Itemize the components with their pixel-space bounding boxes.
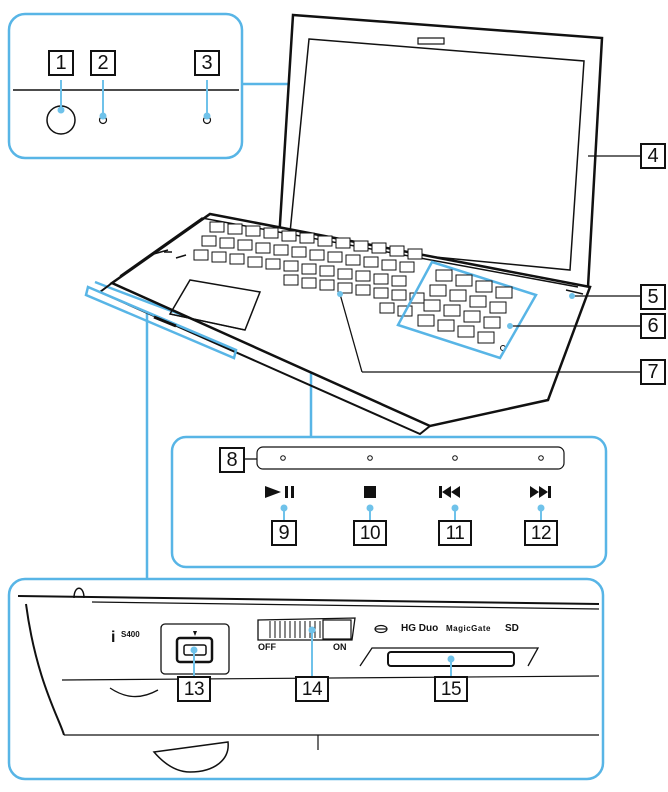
- callout-13: 13: [177, 676, 211, 702]
- next-track-icon: [530, 486, 551, 498]
- laptop-base: [98, 212, 592, 436]
- callout-11: 11: [438, 520, 472, 546]
- callout-2: 2: [90, 50, 116, 76]
- numeric-keypad: [417, 269, 513, 344]
- callout-5: 5: [640, 284, 666, 310]
- callout-1: 1: [48, 50, 74, 76]
- previous-track-icon: [439, 486, 460, 498]
- port-label: S400: [121, 630, 140, 639]
- front-edge: [17, 587, 600, 773]
- wireless-switch: [257, 617, 356, 641]
- callout-8: 8: [219, 447, 245, 473]
- panel-front-edge: [7, 577, 605, 781]
- ilink-icon: i: [111, 629, 115, 646]
- callout-15: 15: [434, 676, 468, 702]
- callout-3: 3: [194, 50, 220, 76]
- panel-media-buttons: [170, 435, 608, 569]
- callout-9: 9: [271, 520, 297, 546]
- callout-10: 10: [353, 520, 387, 546]
- callout-6: 6: [640, 313, 666, 339]
- numpad-outline: [396, 260, 538, 360]
- switch-off-label: OFF: [258, 642, 276, 652]
- callout-4: 4: [640, 143, 666, 169]
- play-pause-icon: [265, 486, 294, 498]
- panel-webcam-detail: [7, 12, 244, 160]
- indicator-strip: [256, 446, 565, 470]
- leader-lines: [339, 155, 640, 373]
- card-slot-bezel: [359, 647, 540, 667]
- callout-14: 14: [295, 676, 329, 702]
- callout-7: 7: [640, 359, 666, 385]
- switch-on-label: ON: [333, 642, 347, 652]
- sd-label: SD: [505, 623, 519, 634]
- magicgate-label: MagicGate: [446, 624, 491, 633]
- memory-stick-icon: [374, 624, 388, 634]
- hg-duo-label: HG Duo: [401, 623, 439, 634]
- callout-12: 12: [524, 520, 558, 546]
- stop-icon: [364, 486, 376, 498]
